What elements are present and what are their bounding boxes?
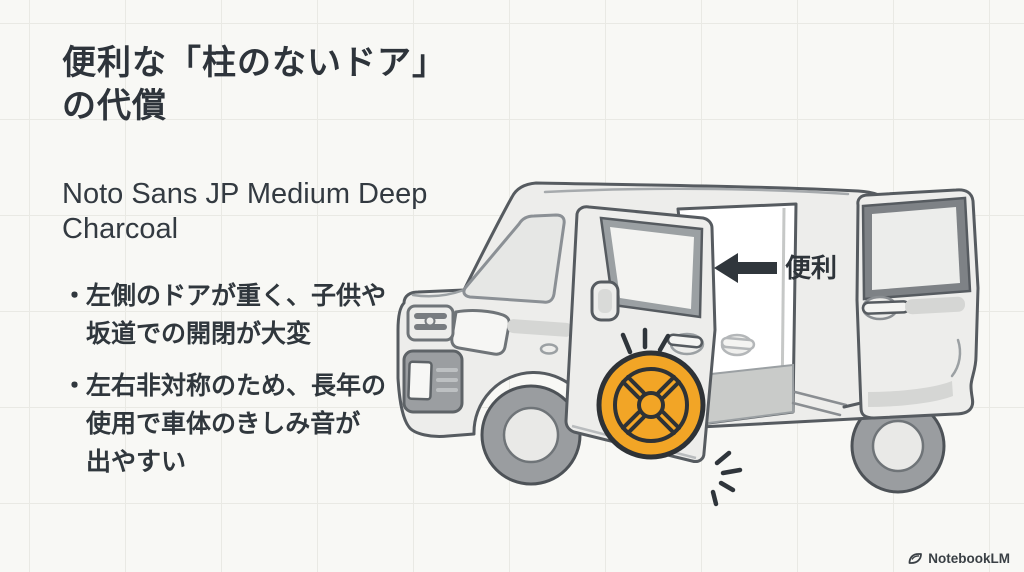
notebooklm-logo: NotebookLM: [908, 551, 1010, 566]
weight-plate-icon: [596, 350, 706, 460]
open-front-door: [564, 205, 717, 463]
sliding-door-handle: [861, 300, 911, 315]
front-grille: [406, 304, 455, 342]
bullet-list: ・ 左側のドアが重く、子供や坂道での開閉が大変 ・ 左右非対称のため、長年の使用…: [62, 277, 462, 481]
front-wheel: [480, 384, 582, 486]
license-plate: [407, 360, 433, 401]
rear-wheel: [850, 398, 946, 494]
list-item: ・ 左右非対称のため、長年の使用で車体のきしみ音が出やすい: [62, 367, 462, 481]
brand-name: NotebookLM: [928, 551, 1010, 566]
convenience-callout: 便利: [714, 253, 837, 283]
front-door-handle: [666, 333, 704, 349]
bullet-text: 左側のドアが重く、子供や坂道での開閉が大変: [86, 281, 387, 348]
bullet-text: 左右非対称のため、長年の使用で車体のきしみ音が出やすい: [86, 371, 387, 476]
text-column: 便利な「柱のないドア」の代償 Noto Sans JP Medium Deep …: [62, 42, 462, 481]
notebooklm-icon: [908, 553, 923, 564]
roof-line: [543, 187, 850, 196]
side-molding: [507, 319, 573, 337]
creak-lines: [710, 450, 743, 507]
sliding-door-glass: [872, 207, 960, 290]
slide-rail: [791, 390, 848, 417]
windshield: [462, 213, 566, 304]
bullet-marker: ・: [62, 281, 88, 310]
front-bumper: [402, 349, 464, 414]
subtitle: Noto Sans JP Medium Deep Charcoal: [62, 178, 428, 245]
bullet-marker: ・: [62, 371, 88, 400]
impact-lines: [620, 327, 671, 355]
front-door-glass: [610, 227, 694, 309]
list-item: ・ 左側のドアが重く、子供や坂道での開閉が大変: [62, 277, 462, 353]
side-mirror: [590, 280, 620, 322]
arrow-left-icon: [714, 253, 777, 283]
arrow-label: 便利: [785, 253, 837, 283]
page-title: 便利な「柱のないドア」の代償: [62, 44, 447, 125]
sliding-door: [855, 188, 980, 420]
door-lock: [539, 343, 559, 355]
hood-line: [411, 288, 466, 298]
headlight: [450, 309, 511, 356]
